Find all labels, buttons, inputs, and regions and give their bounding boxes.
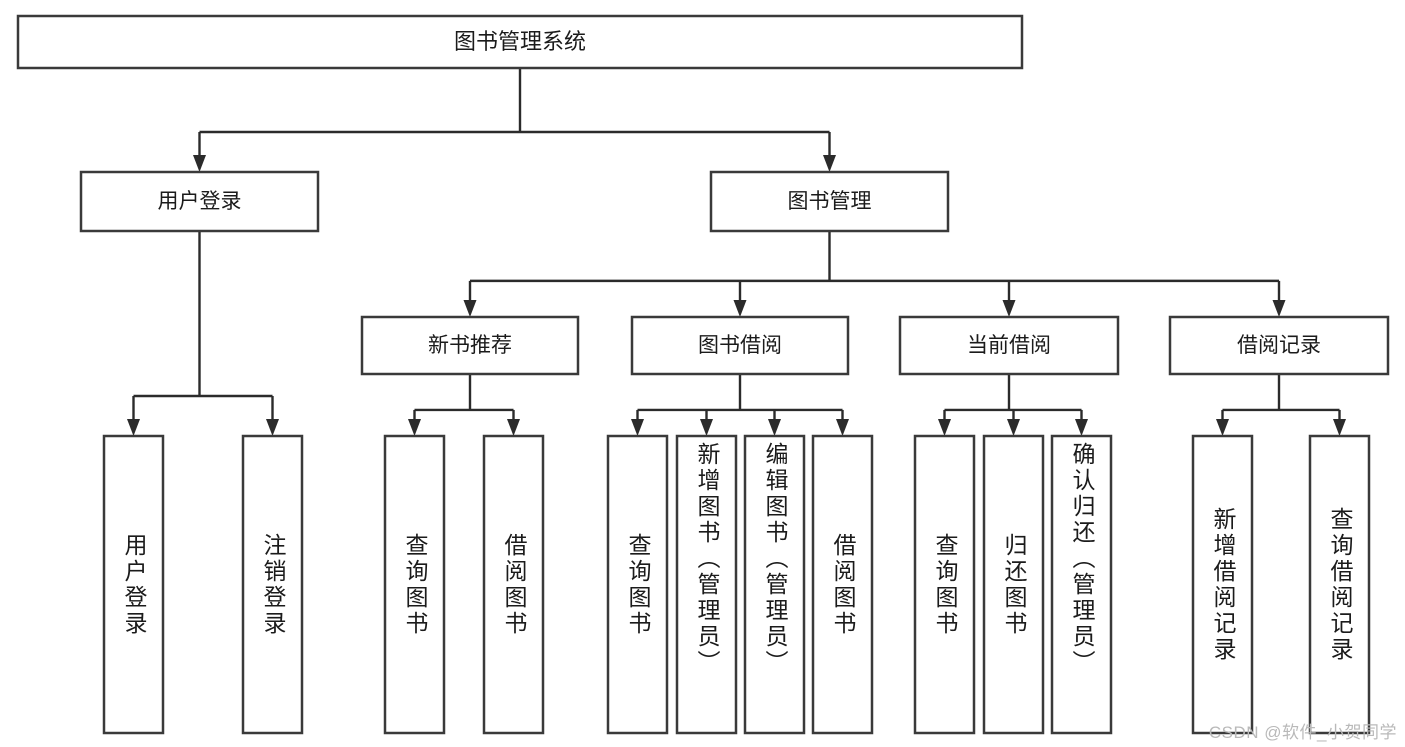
arrow-head-icon (733, 300, 747, 317)
node-leaf-logout[interactable] (241, 434, 304, 735)
edge-group-user-login (127, 231, 279, 436)
arrow-head-icon (700, 419, 713, 436)
node-label: 借阅记录 (1237, 334, 1321, 357)
edge-group-current-borrow (938, 374, 1088, 436)
node-box (360, 315, 580, 376)
arrow-head-icon (266, 419, 279, 436)
arrow-head-icon (631, 419, 644, 436)
node-new-book-recommend[interactable]: 新书推荐 (360, 315, 580, 376)
node-box (982, 434, 1045, 735)
node-box (743, 434, 806, 735)
node-box (16, 14, 1024, 70)
arrow-head-icon (507, 419, 520, 436)
node-current-borrow[interactable]: 当前借阅 (898, 315, 1120, 376)
node-box (1191, 434, 1254, 735)
edge-group-book-manage (463, 231, 1286, 317)
arrow-head-icon (1272, 300, 1286, 317)
node-leaf-borrow-book-1[interactable] (482, 434, 545, 735)
arrow-head-icon (1216, 419, 1229, 436)
watermark-label: CSDN @软件_小贺同学 (1208, 723, 1397, 742)
node-box (709, 170, 950, 233)
node-leaf-add-book[interactable] (675, 434, 738, 735)
edge-group-book-borrow (631, 374, 849, 436)
node-book-manage[interactable]: 图书管理 (709, 170, 950, 233)
node-box (79, 170, 320, 233)
edge-group-borrow-record (1216, 374, 1346, 436)
node-box (606, 434, 669, 735)
node-label: 图书管理系统 (454, 29, 586, 54)
arrow-head-icon (193, 155, 206, 172)
node-box (675, 434, 738, 735)
node-leaf-edit-book[interactable] (743, 434, 806, 735)
arrow-head-icon (1075, 419, 1088, 436)
node-leaf-user-login[interactable] (102, 434, 165, 735)
node-leaf-return-book[interactable] (982, 434, 1045, 735)
edge-group-new-book-recommend (408, 374, 520, 436)
node-leaf-query-book-2[interactable] (606, 434, 669, 735)
node-box (913, 434, 976, 735)
node-box (102, 434, 165, 735)
node-label: 当前借阅 (967, 334, 1051, 357)
edge-group-root (193, 68, 836, 172)
node-box (630, 315, 850, 376)
arrow-head-icon (836, 419, 849, 436)
arrow-head-icon (768, 419, 781, 436)
arrow-head-icon (938, 419, 951, 436)
node-box (383, 434, 446, 735)
node-label: 图书借阅 (698, 334, 782, 357)
node-leaf-borrow-book-2[interactable] (811, 434, 874, 735)
arrow-head-icon (127, 419, 140, 436)
node-label: 新书推荐 (428, 334, 512, 357)
node-leaf-query-record[interactable] (1308, 434, 1371, 735)
node-box (1308, 434, 1371, 735)
arrow-head-icon (463, 300, 477, 317)
node-leaf-confirm-return[interactable] (1050, 434, 1113, 735)
arrow-head-icon (1007, 419, 1020, 436)
edges-layer (127, 68, 1346, 436)
node-box (811, 434, 874, 735)
arrow-head-icon (1333, 419, 1346, 436)
arrow-head-icon (823, 155, 836, 172)
node-label: 用户登录 (158, 190, 242, 213)
node-box (1168, 315, 1390, 376)
arrow-head-icon (408, 419, 421, 436)
node-box (1050, 434, 1113, 735)
node-box (898, 315, 1120, 376)
node-box (241, 434, 304, 735)
node-leaf-add-record[interactable] (1191, 434, 1254, 735)
node-box (482, 434, 545, 735)
node-leaf-query-book-3[interactable] (913, 434, 976, 735)
node-borrow-record[interactable]: 借阅记录 (1168, 315, 1390, 376)
node-root[interactable]: 图书管理系统 (16, 14, 1024, 70)
node-book-borrow[interactable]: 图书借阅 (630, 315, 850, 376)
node-label: 图书管理 (788, 190, 872, 213)
node-leaf-query-book-1[interactable] (383, 434, 446, 735)
arrow-head-icon (1002, 300, 1016, 317)
node-user-login[interactable]: 用户登录 (79, 170, 320, 233)
